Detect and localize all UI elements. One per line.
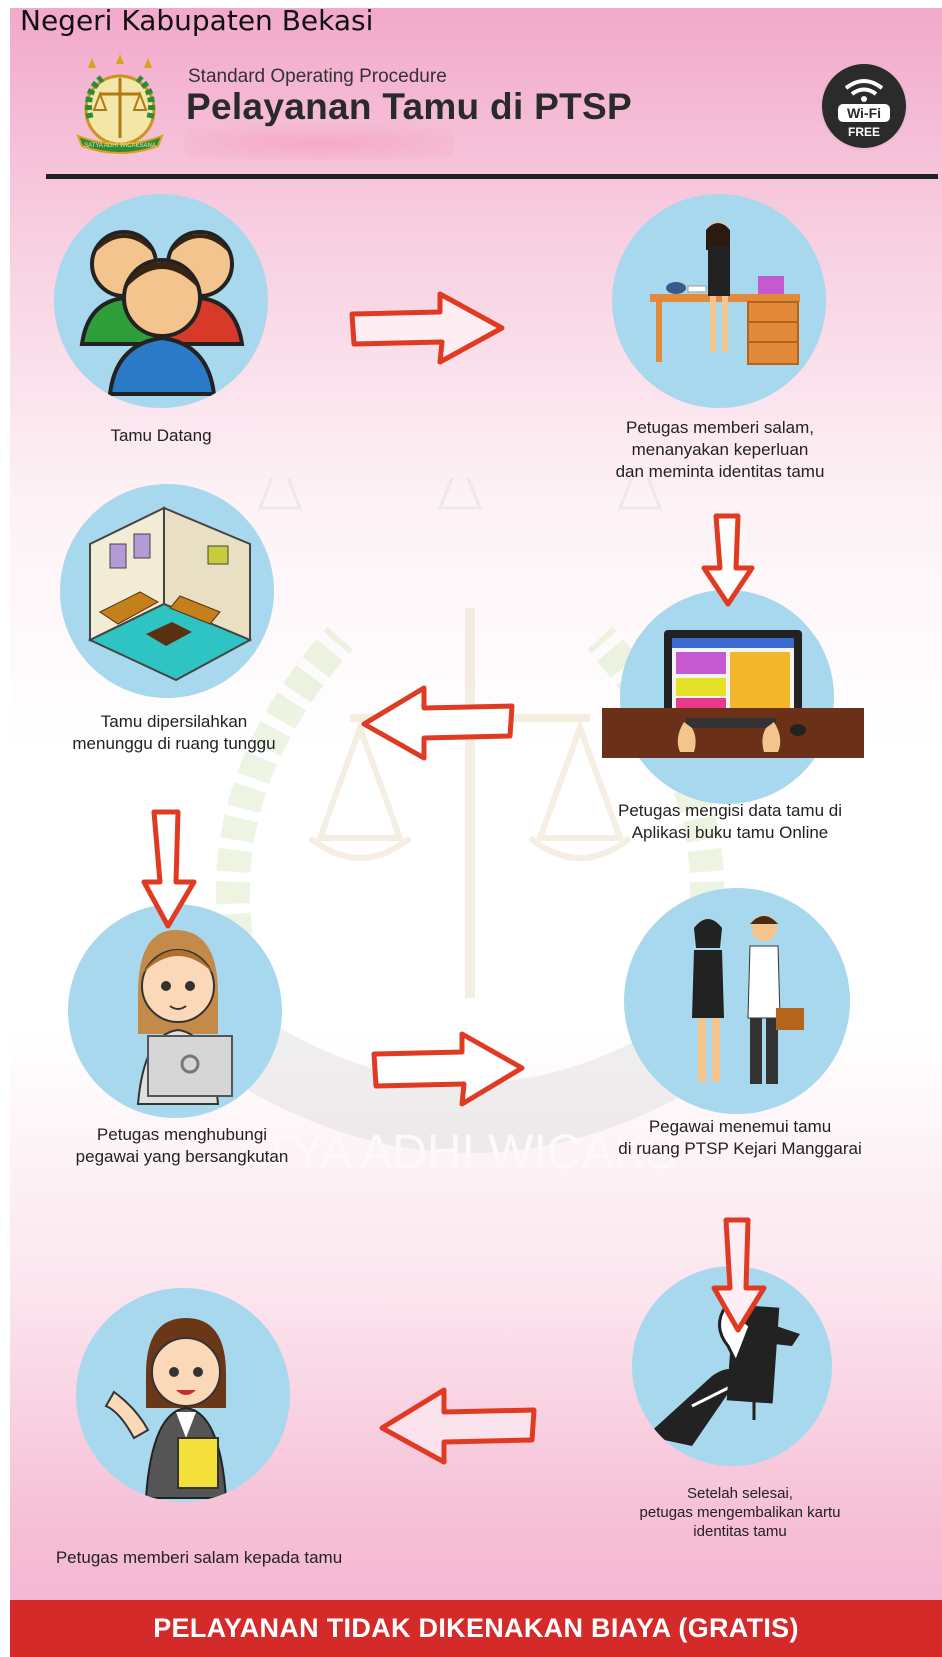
svg-text:FREE: FREE <box>848 125 880 139</box>
waiting-room-icon <box>87 506 253 682</box>
page-title: Pelayanan Tamu di PTSP <box>186 86 632 127</box>
step-label-guest-waits: Tamu dipersilahkan menunggu di ruang tun… <box>72 712 276 753</box>
arrow-down-2 <box>141 809 197 929</box>
step-label-officer-enters-data: Petugas mengisi data tamu di Aplikasi bu… <box>618 801 842 842</box>
image-caption: Negeri Kabupaten Bekasi <box>20 4 374 37</box>
arrow-right-1 <box>349 291 505 365</box>
arrow-left-2 <box>379 1387 537 1465</box>
arrow-down-3 <box>711 1217 767 1333</box>
step-circle-greeting-officer <box>76 1288 290 1502</box>
step-label-guest-arrives: Tamu Datang <box>110 426 212 445</box>
step-circle-waiting-room <box>60 484 274 698</box>
redacted-area <box>184 126 454 160</box>
step-circle-meeting <box>624 888 850 1114</box>
arrow-down-1 <box>701 513 755 607</box>
svg-text:Wi-Fi: Wi-Fi <box>847 105 881 121</box>
svg-text:TYA ADHI WICAKS: TYA ADHI WICAKS <box>262 1126 677 1179</box>
step-circle-operator <box>68 904 282 1118</box>
footer-banner: PELAYANAN TIDAK DIKENAKAN BIAYA (GRATIS) <box>10 1600 942 1657</box>
arrow-right-2 <box>371 1031 525 1107</box>
guests-icon <box>79 230 245 396</box>
desk-strip <box>602 708 864 758</box>
header-divider <box>46 174 938 179</box>
step-label-id-returned: Setelah selesai, petugas mengembalikan k… <box>639 1485 841 1540</box>
kejaksaan-logo-icon: SATYA ADHI WICAKSANA <box>76 54 164 154</box>
wifi-free-icon: Wi-Fi FREE <box>820 62 908 150</box>
greeting-officer-icon <box>104 1318 228 1499</box>
step-label-employee-meets: Pegawai menemui tamu di ruang PTSP Kejar… <box>618 1117 862 1158</box>
sop-subtitle: Standard Operating Procedure <box>188 66 447 87</box>
sop-poster: SATYA ADHI WICAKSANA Standard Operating … <box>10 8 942 1657</box>
receptionist-desk-icon <box>650 222 800 365</box>
step-circle-computer <box>620 590 834 804</box>
svg-text:SATYA ADHI WICAKSANA: SATYA ADHI WICAKSANA <box>84 143 156 149</box>
step-circle-guests <box>54 194 268 408</box>
step-circle-receptionist <box>612 194 826 408</box>
operator-icon <box>136 929 233 1105</box>
meeting-icon <box>692 915 804 1084</box>
step-label-officer-contacts: Petugas menghubungi pegawai yang bersang… <box>75 1125 289 1166</box>
step-label-officer-farewell: Petugas memberi salam kepada tamu <box>55 1548 343 1567</box>
step-label-officer-greets: Petugas memberi salam, menanyakan keperl… <box>615 418 825 481</box>
footer-text: PELAYANAN TIDAK DIKENAKAN BIAYA (GRATIS) <box>153 1613 799 1643</box>
computer-icon <box>664 630 802 734</box>
arrow-left-1 <box>361 685 515 761</box>
